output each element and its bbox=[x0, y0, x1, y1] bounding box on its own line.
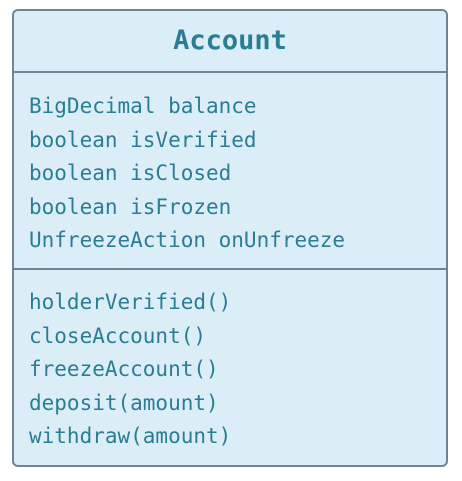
uml-class-box: Account BigDecimal balance boolean isVer… bbox=[12, 9, 448, 467]
class-name: Account bbox=[14, 11, 446, 73]
method-holder-verified: holderVerified() bbox=[29, 290, 232, 314]
attribute-is-closed: boolean isClosed bbox=[29, 161, 232, 185]
methods-compartment: holderVerified() closeAccount() freezeAc… bbox=[14, 270, 446, 454]
attribute-on-unfreeze: UnfreezeAction onUnfreeze bbox=[29, 228, 346, 252]
attributes-compartment: BigDecimal balance boolean isVerified bo… bbox=[14, 73, 446, 270]
method-freeze-account: freezeAccount() bbox=[29, 357, 219, 381]
attribute-is-verified: boolean isVerified bbox=[29, 127, 257, 152]
attribute-balance: BigDecimal balance bbox=[29, 94, 257, 118]
method-deposit: deposit(amount) bbox=[29, 390, 219, 415]
method-withdraw: withdraw(amount) bbox=[29, 424, 232, 448]
method-close-account: closeAccount() bbox=[29, 323, 207, 348]
attribute-is-frozen: boolean isFrozen bbox=[29, 194, 232, 219]
